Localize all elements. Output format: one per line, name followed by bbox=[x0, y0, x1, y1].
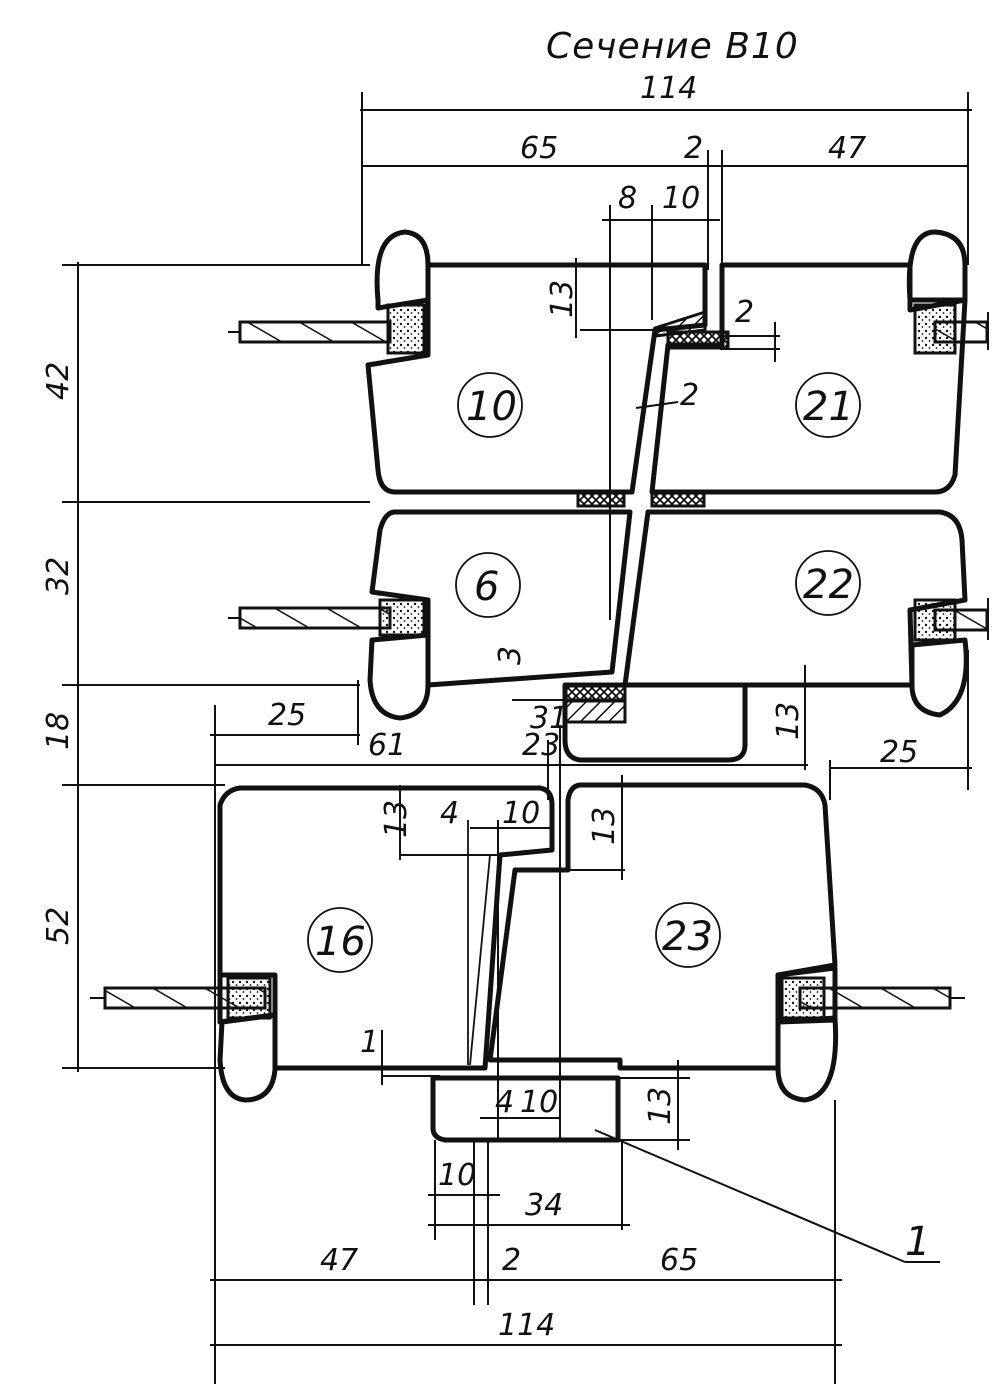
panel-number-22: 22 bbox=[803, 562, 854, 608]
dim-joint-a: 8 bbox=[618, 181, 637, 216]
dim-bot-total: 114 bbox=[498, 1308, 555, 1343]
dim-bot-47: 47 bbox=[320, 1243, 358, 1278]
dim-top-total: 114 bbox=[640, 71, 697, 106]
dim-bot-34: 34 bbox=[525, 1188, 563, 1223]
panel-number-10: 10 bbox=[466, 384, 517, 430]
dim-mid-61: 61 bbox=[368, 728, 406, 763]
panel-number-6: 6 bbox=[474, 564, 499, 610]
dim-low-10b: 10 bbox=[520, 1085, 558, 1120]
panel-16: 16 bbox=[90, 785, 555, 1103]
dim-mid-23: 23 bbox=[522, 728, 560, 763]
dim-mid-25a: 25 bbox=[268, 698, 306, 733]
panel-22: 22 bbox=[622, 509, 989, 718]
dim-mid-13: 13 bbox=[771, 702, 806, 740]
joint-middle: 3 31 23 25 61 13 25 bbox=[210, 646, 972, 1384]
dim-joint-b: 10 bbox=[662, 181, 700, 216]
dim-bot-10: 10 bbox=[438, 1158, 476, 1193]
dim-left-52: 52 bbox=[41, 907, 76, 945]
dim-top-left: 65 bbox=[520, 131, 558, 166]
dim-left-42: 42 bbox=[41, 362, 76, 400]
section-title: Сечение В10 bbox=[546, 26, 799, 67]
panel-21: 21 bbox=[649, 229, 989, 495]
dim-left-18: 18 bbox=[41, 712, 76, 750]
dim-low-13b: 13 bbox=[587, 807, 622, 845]
dim-mid-3: 3 bbox=[493, 646, 528, 665]
dim-left-32: 32 bbox=[41, 557, 76, 595]
left-dimensions: 42 32 18 52 bbox=[41, 262, 370, 1072]
dim-top-right: 47 bbox=[828, 131, 866, 166]
panel-number-23: 23 bbox=[662, 914, 713, 960]
dim-low-4b: 4 bbox=[495, 1085, 514, 1120]
dim-low-4a: 4 bbox=[440, 796, 459, 831]
panel-number-21: 21 bbox=[803, 384, 854, 430]
panel-10: 10 bbox=[228, 229, 708, 495]
dim-bot-65: 65 bbox=[660, 1243, 698, 1278]
panel-6: 6 bbox=[228, 509, 633, 721]
callout-1: 1 bbox=[594, 1129, 940, 1265]
joint-top: 13 2 2 bbox=[545, 258, 780, 508]
panel-number-16: 16 bbox=[315, 919, 366, 965]
top-dimensions: 114 65 2 47 8 10 bbox=[360, 71, 972, 620]
dim-bot-2: 2 bbox=[502, 1243, 521, 1278]
dim-joint-h: 13 bbox=[545, 280, 580, 318]
dim-mid-25b: 25 bbox=[880, 735, 918, 770]
dim-top-gap: 2 bbox=[684, 131, 703, 166]
dim-low-13c: 13 bbox=[643, 1087, 678, 1125]
dim-low-10a: 10 bbox=[502, 796, 540, 831]
panel-23: 23 bbox=[487, 782, 965, 1103]
callout-label: 1 bbox=[905, 1219, 930, 1265]
bottom-dimensions: 10 34 47 2 65 114 bbox=[210, 1100, 842, 1384]
dim-joint-t: 2 bbox=[680, 378, 699, 413]
dim-low-1: 1 bbox=[360, 1025, 379, 1060]
dim-mid-31: 31 bbox=[530, 701, 568, 736]
joint-lower: 13 4 10 13 1 4 10 13 bbox=[360, 775, 690, 1150]
dim-joint-w: 2 bbox=[735, 295, 754, 330]
dim-low-13a: 13 bbox=[379, 800, 414, 838]
